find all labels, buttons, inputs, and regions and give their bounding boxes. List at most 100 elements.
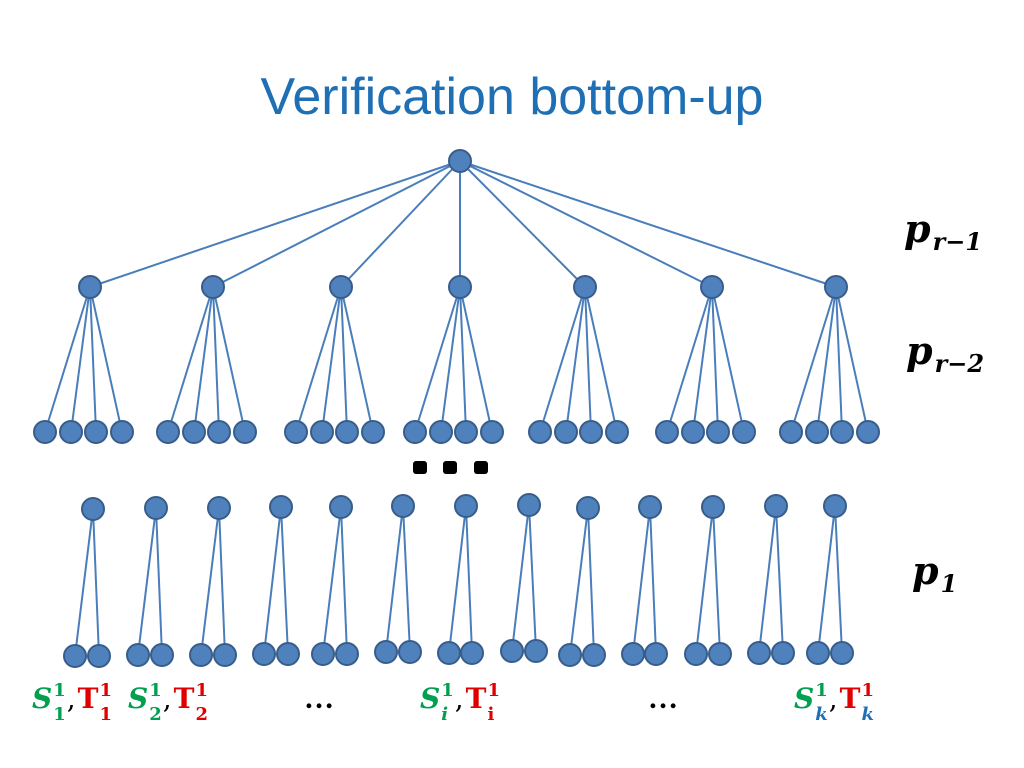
bottom-edge: [587, 507, 595, 656]
leaf-node: [59, 420, 83, 444]
middle-to-leaf-edge: [835, 286, 869, 433]
middle-to-leaf-edge: [459, 286, 493, 433]
bottom-parent-node: [269, 495, 293, 519]
leaf-node: [284, 420, 308, 444]
bottom-leaf-node: [63, 644, 87, 668]
bottom-leaf-node: [437, 641, 461, 665]
leaf-node: [335, 420, 359, 444]
middle-to-leaf-edge: [459, 286, 467, 433]
bottom-edge: [74, 508, 94, 657]
bottom-parent-node: [207, 496, 231, 520]
leaf-node: [706, 420, 730, 444]
bottom-leaf-node: [771, 641, 795, 665]
middle-to-leaf-edge: [711, 286, 719, 433]
level-label-top: pr−1: [904, 206, 983, 256]
bottom-leaf-node: [644, 642, 668, 666]
middle-to-leaf-edge: [584, 286, 592, 433]
bottom-parent-node: [81, 497, 105, 521]
bottom-leaf-node: [684, 642, 708, 666]
bottom-edge: [385, 505, 404, 653]
leaf-node: [830, 420, 854, 444]
level-ellipsis: [413, 461, 488, 474]
leaf-node: [805, 420, 829, 444]
middle-to-leaf-edge: [414, 286, 461, 433]
leaf-ellipsis-right: …: [648, 682, 678, 715]
bottom-parent-node: [764, 494, 788, 518]
leaf-node: [361, 420, 385, 444]
bottom-edge: [465, 505, 473, 654]
middle-to-leaf-edge: [835, 286, 843, 433]
bottom-leaf-node: [213, 643, 237, 667]
leaf-node: [655, 420, 679, 444]
leaf-node: [732, 420, 756, 444]
ellipsis-dot: [443, 461, 457, 474]
bottom-leaf-node: [830, 641, 854, 665]
middle-to-leaf-edge: [89, 286, 97, 433]
leaf-node: [156, 420, 180, 444]
root-to-middle-edge: [89, 160, 461, 288]
middle-to-leaf-edge: [340, 286, 374, 433]
bottom-edge: [137, 507, 157, 656]
leaf-node: [779, 420, 803, 444]
middle-to-leaf-edge: [816, 286, 837, 433]
middle-node: [573, 275, 597, 299]
middle-to-leaf-edge: [212, 286, 246, 433]
bottom-edge: [569, 507, 589, 656]
bottom-edge: [280, 506, 289, 655]
middle-node: [78, 275, 102, 299]
middle-node: [448, 275, 472, 299]
level-label-middle: pr−2: [906, 328, 985, 378]
root-node: [448, 149, 472, 173]
middle-to-leaf-edge: [89, 286, 123, 433]
middle-to-leaf-edge: [440, 286, 461, 433]
leaf-node: [554, 420, 578, 444]
root-to-middle-edge: [340, 160, 461, 288]
bottom-parent-node: [329, 495, 353, 519]
bottom-parent-node: [144, 496, 168, 520]
middle-to-leaf-edge: [340, 286, 348, 433]
bottom-parent-node: [823, 494, 847, 518]
level-label-bottom: p1: [912, 548, 958, 598]
bottom-parent-node: [454, 494, 478, 518]
root-to-middle-edge: [459, 160, 837, 288]
bottom-leaf-node: [806, 641, 830, 665]
bottom-leaf-node: [311, 642, 335, 666]
bottom-leaf-node: [87, 644, 111, 668]
bottom-edge: [322, 506, 342, 655]
bottom-leaf-node: [460, 641, 484, 665]
leaf-node: [207, 420, 231, 444]
leaf-ellipsis-left: …: [304, 682, 334, 715]
root-to-middle-edge: [459, 160, 713, 288]
bottom-leaf-node: [335, 642, 359, 666]
middle-to-leaf-edge: [193, 286, 214, 433]
bottom-leaf-node: [126, 643, 150, 667]
middle-node: [329, 275, 353, 299]
leaf-node: [579, 420, 603, 444]
leaf-node: [856, 420, 880, 444]
bottom-edge: [649, 506, 657, 655]
bottom-parent-node: [576, 496, 600, 520]
bottom-leaf-node: [747, 641, 771, 665]
middle-to-leaf-edge: [321, 286, 342, 433]
slide-title: Verification bottom-up: [260, 68, 764, 126]
bottom-leaf-node: [150, 643, 174, 667]
tree-nodes: [33, 149, 880, 668]
leaf-node: [110, 420, 134, 444]
middle-to-leaf-edge: [539, 286, 586, 433]
middle-to-leaf-edge: [70, 286, 91, 433]
bottom-edge: [834, 505, 843, 654]
middle-to-leaf-edge: [584, 286, 618, 433]
bottom-leaf-node: [582, 643, 606, 667]
leaf-node: [429, 420, 453, 444]
bottom-edge: [155, 507, 163, 656]
middle-to-leaf-edge: [666, 286, 713, 433]
bottom-edge: [712, 506, 721, 655]
leaf-node: [310, 420, 334, 444]
bottom-edge: [340, 506, 348, 655]
bottom-leaf-node: [524, 639, 548, 663]
middle-node: [824, 275, 848, 299]
root-to-middle-edge: [212, 160, 461, 288]
